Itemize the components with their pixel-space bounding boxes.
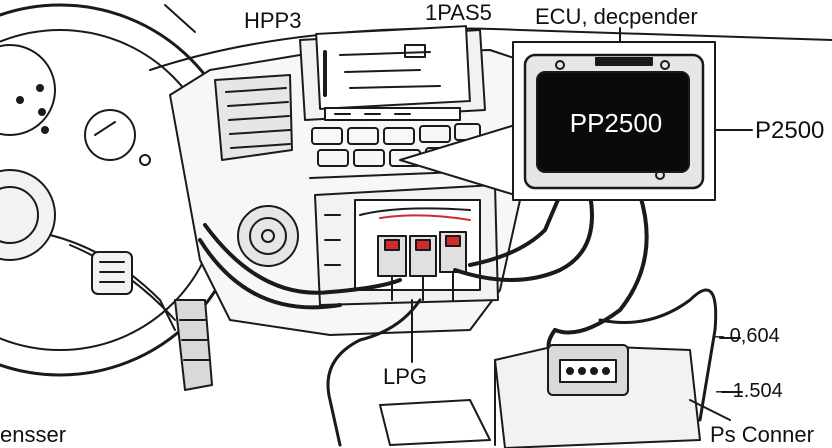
ecu-screen-text: PP2500 [569, 108, 663, 138]
ecu-unit [512, 41, 716, 201]
wire-harness [198, 193, 718, 447]
center-stack [299, 25, 511, 179]
label-1pas5: 1PAS5 [425, 0, 492, 25]
label-hpp3: HPP3 [244, 8, 302, 33]
label-lpg: LPG [383, 364, 428, 389]
air-vent [214, 74, 293, 161]
pedals [174, 299, 213, 391]
label-ensser: ensser [0, 422, 67, 447]
instrument-cluster [0, 44, 151, 166]
label-value-2: – 1.504 [716, 380, 783, 402]
control-knob [237, 205, 299, 267]
label-value-1: – 0,604 [713, 325, 780, 347]
label-ecu: ECU, decpender [535, 4, 698, 29]
lpg-connectors [377, 214, 471, 301]
windshield-line [164, 4, 196, 33]
label-p2500: P2500 [755, 117, 825, 144]
connector-module [379, 344, 731, 448]
label-ps-conner: Ps Conner [710, 422, 814, 447]
